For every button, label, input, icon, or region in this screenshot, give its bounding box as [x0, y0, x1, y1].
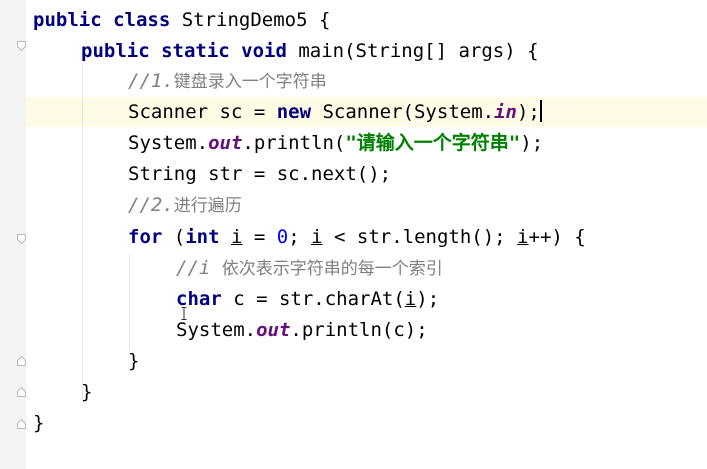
- code-line-13[interactable]: }: [81, 381, 93, 403]
- code-line-11[interactable]: System.out.println(c);: [176, 319, 428, 341]
- text-cursor-icon: [181, 303, 187, 320]
- code-line-4[interactable]: Scanner sc = new Scanner(System.in);: [128, 100, 542, 123]
- code-line-14[interactable]: }: [33, 412, 45, 434]
- fold-marker-icon[interactable]: [17, 41, 26, 51]
- code-line-1[interactable]: public class StringDemo5 {: [33, 9, 331, 31]
- code-line-8[interactable]: for (int i = 0; i < str.length(); i++) {: [128, 226, 586, 248]
- text-caret: [539, 100, 542, 122]
- code-line-3[interactable]: //1.键盘录入一个字符串: [128, 70, 327, 92]
- caret-row-highlight: [26, 97, 707, 127]
- code-line-6[interactable]: String str = sc.next();: [128, 163, 392, 185]
- code-line-9[interactable]: //i 依次表示字符串的每一个索引: [176, 257, 443, 279]
- fold-marker-icon[interactable]: [17, 234, 26, 244]
- code-line-12[interactable]: }: [128, 350, 140, 372]
- indent-guide: [129, 254, 130, 350]
- code-line-2[interactable]: public static void main(String[] args) {: [81, 40, 539, 62]
- code-line-10[interactable]: char c = str.charAt(i);: [176, 288, 440, 310]
- code-line-7[interactable]: //2.进行遍历: [128, 194, 242, 216]
- code-line-5[interactable]: System.out.println("请输入一个字符串");: [128, 132, 544, 154]
- fold-marker-icon[interactable]: [17, 356, 26, 366]
- fold-marker-icon[interactable]: [17, 387, 26, 397]
- fold-marker-icon[interactable]: [17, 419, 26, 429]
- indent-guide: [82, 66, 83, 402]
